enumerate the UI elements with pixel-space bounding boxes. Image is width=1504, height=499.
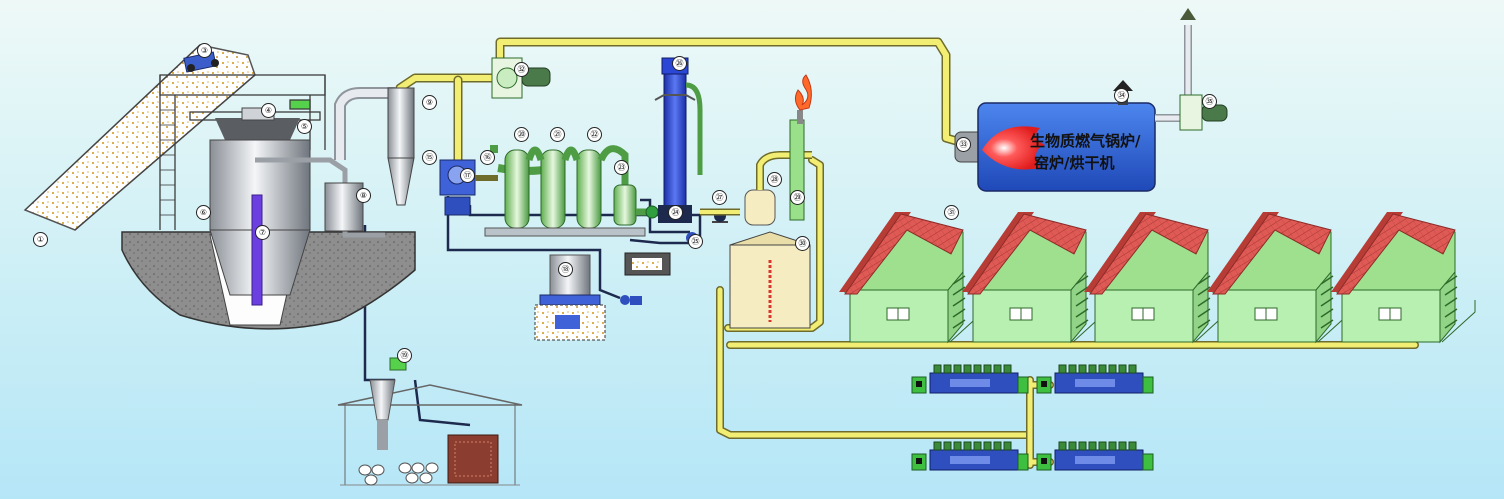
- callout-marker: ④: [261, 103, 276, 118]
- house: [962, 212, 1107, 344]
- callout-marker: ⑲: [397, 348, 412, 363]
- callout-marker: ⑦: [255, 225, 270, 240]
- callout-marker: ⑤: [297, 119, 312, 134]
- callout-marker: ㉘: [767, 172, 782, 187]
- house: [1331, 212, 1476, 344]
- wash-columns: [484, 145, 665, 237]
- callout-marker: ①: [33, 232, 48, 247]
- callout-marker: ㉚: [795, 236, 810, 251]
- generator-set: [1036, 364, 1154, 394]
- callout-marker: ㉝: [956, 137, 971, 152]
- callout-marker: ㉙: [790, 190, 805, 205]
- boiler-caption-line-1: 生物质燃气锅炉/: [1030, 132, 1141, 150]
- callout-marker: ㉛: [944, 205, 959, 220]
- callout-marker: ㉕: [688, 234, 703, 249]
- tar-tank: [534, 254, 642, 341]
- house: [1084, 212, 1229, 344]
- gas-holder: [700, 74, 812, 329]
- callout-marker: ⑨: [422, 95, 437, 110]
- generator-sets: [911, 364, 1154, 471]
- generator-set: [1036, 441, 1154, 471]
- callout-marker: ⑳: [514, 127, 529, 142]
- callout-marker: ⑥: [196, 205, 211, 220]
- callout-marker: ③: [197, 43, 212, 58]
- boiler-caption-line-2: 窑炉/烘干机: [1034, 154, 1115, 172]
- chimney: [1155, 8, 1228, 131]
- boiler-caption: 生物质燃气锅炉/ 窑炉/烘干机: [1030, 130, 1155, 174]
- callout-marker: ㉖: [672, 56, 687, 71]
- house: [839, 212, 984, 344]
- callout-marker: ⑯: [480, 150, 495, 165]
- callout-marker: ㉒: [587, 127, 602, 142]
- callout-marker: ⑮: [422, 150, 437, 165]
- callout-marker: ㉞: [1114, 88, 1129, 103]
- callout-marker: ㉗: [712, 190, 727, 205]
- callout-marker: ㉓: [614, 160, 629, 175]
- callout-marker: ㉜: [514, 62, 529, 77]
- callout-marker: ⑧: [356, 188, 371, 203]
- callout-marker: ㉟: [1202, 94, 1217, 109]
- callout-marker: ⑱: [558, 262, 573, 277]
- callout-marker: ㉔: [668, 205, 683, 220]
- ash-shed: [337, 357, 523, 486]
- feed-conveyor: [23, 44, 256, 231]
- generator-set: [911, 441, 1029, 471]
- callout-marker: ㉑: [550, 127, 565, 142]
- house: [1207, 212, 1352, 344]
- cyclone-separators: [324, 87, 415, 232]
- callout-marker: ⑰: [460, 168, 475, 183]
- generator-set: [911, 364, 1029, 394]
- houses: [839, 212, 1476, 344]
- gasifier-vessel: [209, 107, 385, 306]
